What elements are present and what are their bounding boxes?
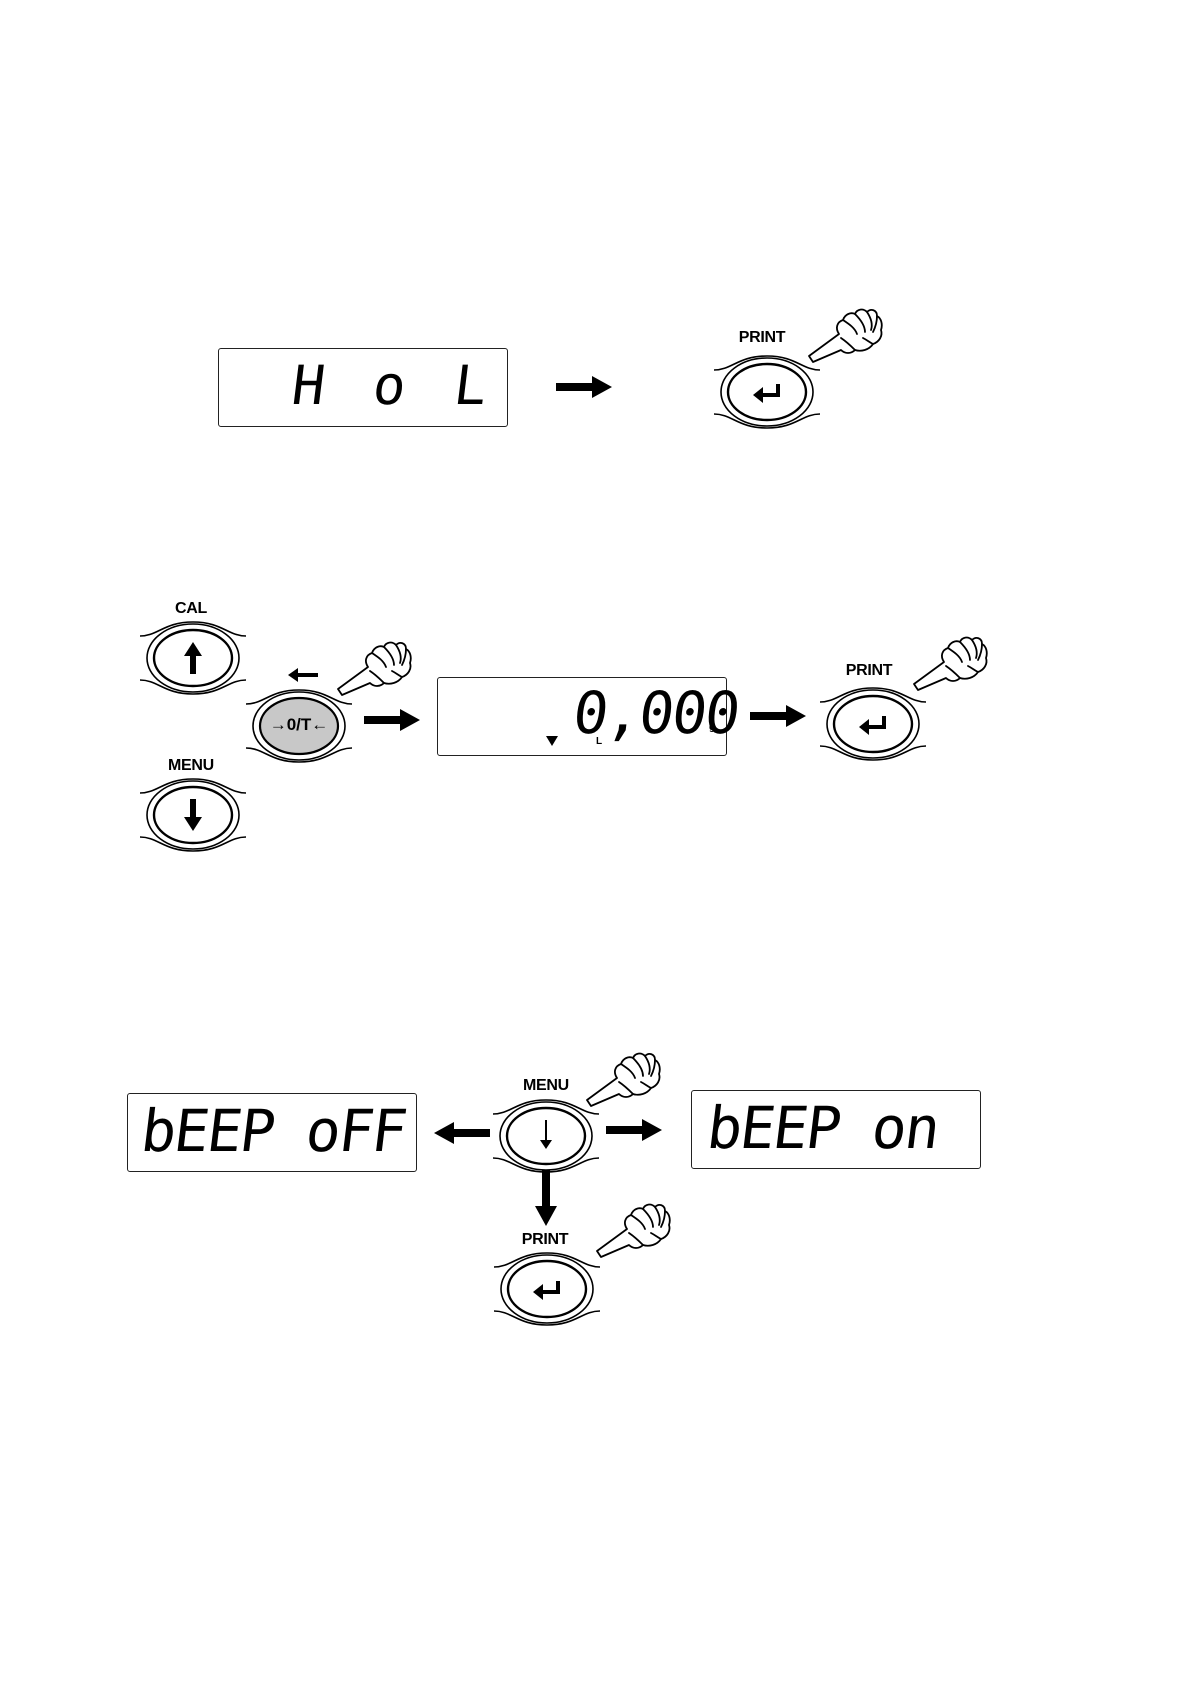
- cal-button-label: CAL: [141, 600, 241, 618]
- hold-display-text: H o L: [289, 359, 498, 413]
- weight-display: 0,000 L g: [437, 677, 727, 756]
- pointing-hand-icon: [333, 637, 415, 697]
- stable-indicator-icon: [546, 736, 558, 746]
- menu-button-label: MENU: [141, 757, 241, 775]
- print-button-label: PRINT: [495, 1231, 595, 1249]
- weight-value: 0,000: [570, 684, 742, 742]
- range-indicator: L: [596, 736, 602, 747]
- enter-icon: [530, 1279, 564, 1301]
- arrow-left-icon: [434, 1122, 490, 1144]
- menu-button[interactable]: [138, 775, 248, 855]
- arrow-down-icon: [535, 1170, 557, 1226]
- cal-button[interactable]: [138, 618, 248, 698]
- unit-label: g: [709, 722, 715, 733]
- arrow-right-icon: [556, 376, 612, 398]
- enter-icon: [856, 714, 890, 736]
- arrow-right-icon: [750, 705, 806, 727]
- zero-tare-button[interactable]: →0/T←: [244, 686, 354, 766]
- menu-button-label: MENU: [496, 1077, 596, 1095]
- pointing-hand-icon: [909, 632, 991, 692]
- arrow-left-small-icon: [288, 668, 318, 682]
- print-button[interactable]: [712, 352, 822, 432]
- menu-button[interactable]: [491, 1096, 601, 1176]
- arrow-right-icon: [606, 1119, 662, 1141]
- print-button[interactable]: [492, 1249, 602, 1329]
- beep-on-display: bEEP on: [691, 1090, 981, 1169]
- beep-off-text: bEEP oFF: [138, 1102, 408, 1160]
- pointing-hand-icon: [582, 1048, 664, 1108]
- enter-icon: [750, 382, 784, 404]
- arrow-up-icon: [182, 640, 204, 676]
- pointing-hand-icon: [592, 1199, 674, 1259]
- print-button[interactable]: [818, 684, 928, 764]
- pointing-hand-icon: [804, 304, 886, 364]
- zero-tare-label: →0/T←: [244, 715, 354, 735]
- arrow-right-icon: [364, 709, 420, 731]
- print-button-label: PRINT: [819, 662, 919, 680]
- arrow-down-icon: [182, 797, 204, 833]
- arrow-down-icon: [538, 1118, 554, 1150]
- beep-on-text: bEEP on: [704, 1099, 942, 1157]
- beep-off-display: bEEP oFF: [127, 1093, 417, 1172]
- print-button-label: PRINT: [712, 329, 812, 347]
- hold-display: H o L: [218, 348, 508, 427]
